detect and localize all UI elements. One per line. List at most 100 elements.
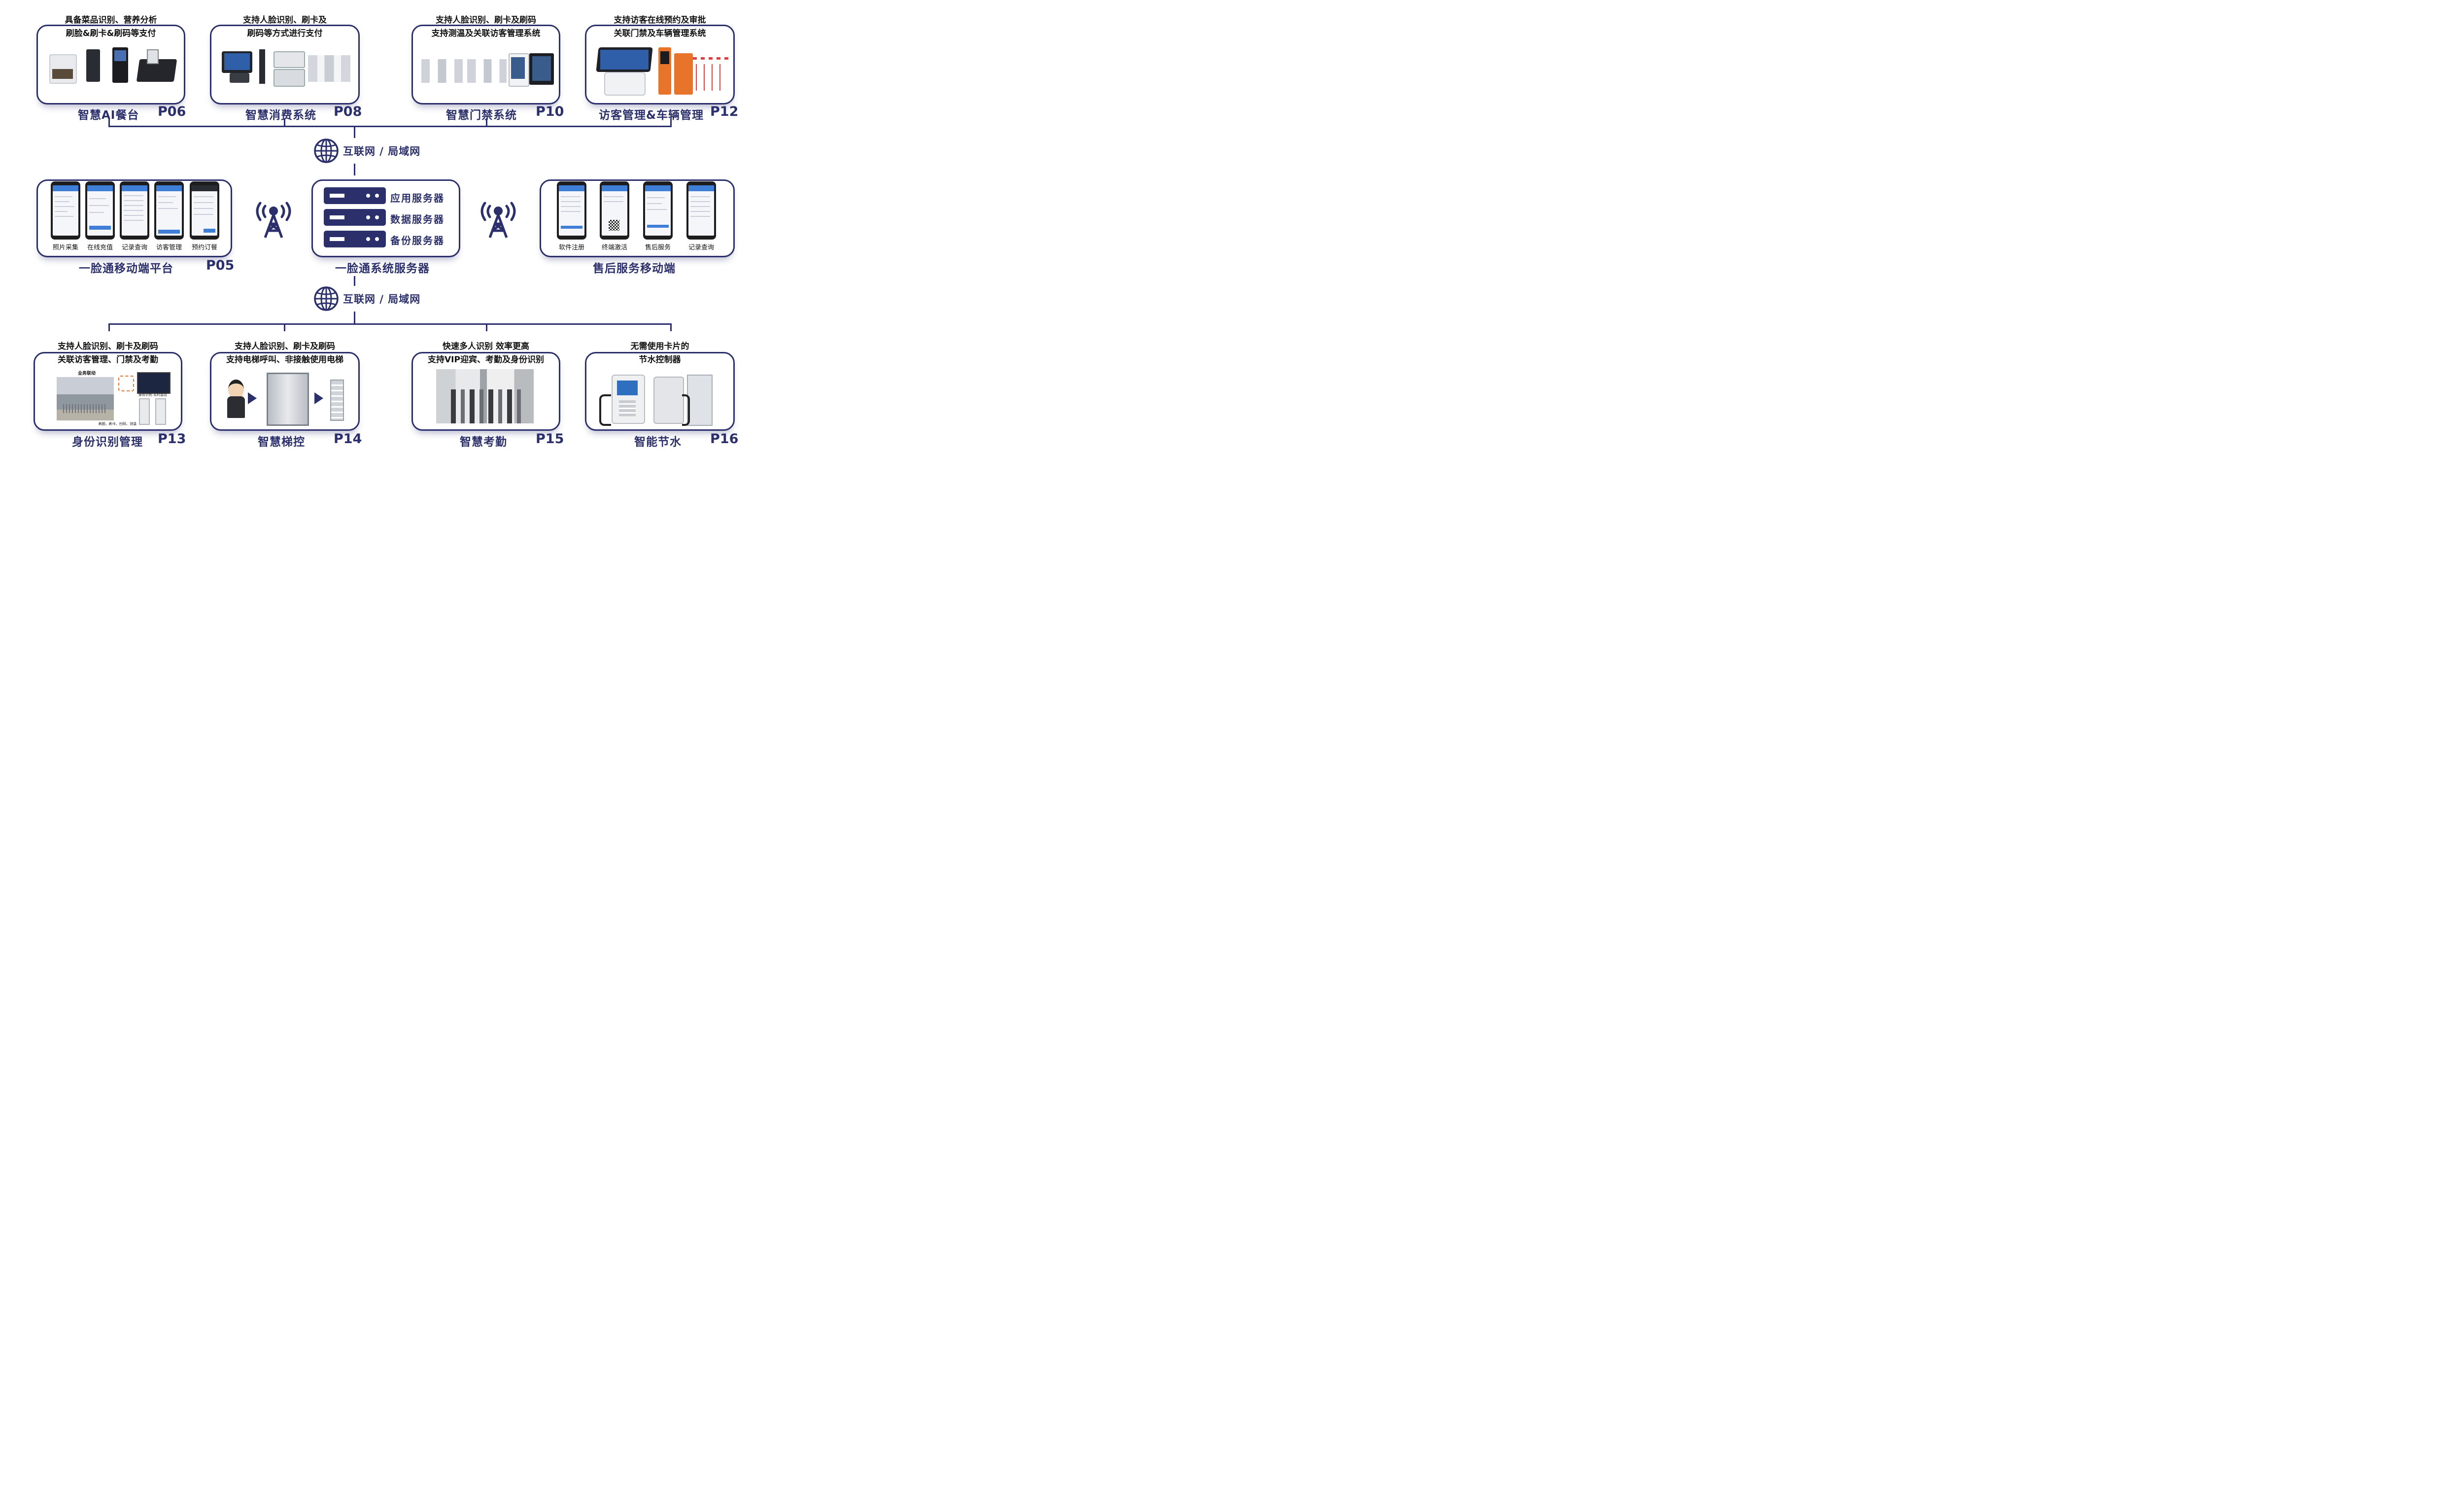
elevator-keypad [330,380,344,421]
dining-table-screen [147,49,159,64]
attendance-people [446,389,525,423]
module-page-ref: P12 [710,104,739,119]
person-icon [228,380,244,399]
module-caption-2: 刷脸&刷卡&刷码等支付 [66,29,156,38]
water-controller-screen [617,381,638,395]
water-controller-back [653,377,684,424]
bottom-drop-2 [284,323,285,331]
server-item-label: 应用服务器 [390,192,445,204]
top-bus-line [108,126,672,127]
after-sales-screen-label: 售后服务 [645,244,671,251]
water-controller-keypad [619,400,636,417]
desk-reader [274,51,305,68]
top-drop-2 [284,118,285,127]
module-title: 智能节水 [634,436,682,449]
arrow-right-icon-2 [314,392,323,404]
elevator-car [267,373,309,426]
globe-icon [314,286,339,311]
parking-terminal-screen [660,51,669,64]
module-caption-2: 刷码等方式进行支付 [247,29,323,38]
module-caption-2: 支持电梯呼叫、非接触使用电梯 [226,355,343,365]
after-sales-screen-label: 终端激活 [601,244,627,251]
kiosk-device-3-screen [114,50,126,61]
mobile-screen-label: 预约订餐 [191,244,217,251]
server-rack-unit [324,187,386,204]
after-sales-screen-label: 记录查询 [688,244,714,251]
top-drop-1 [108,118,110,127]
access-gate-2 [467,59,507,83]
bottom-bus-line [108,323,672,325]
module-caption-1: 无需使用卡片的 [630,342,689,351]
stand-reader [259,49,265,84]
mobile-screen-label: 在线充值 [87,244,113,251]
pos-terminal-base [230,73,249,83]
bottom-drop-1 [108,323,110,331]
phone-screen-record-query-2[interactable] [686,181,716,240]
barrier-gate [674,53,693,95]
mid-trunk-a [354,276,355,286]
kiosk-device-2 [86,49,100,82]
server-title: 一脸通系统服务器 [335,262,430,275]
module-page-ref: P06 [158,104,186,119]
identity-img-label: 业务联动 [78,371,96,376]
after-sales-screen-label: 软件注册 [558,244,584,251]
signal-tower-icon [256,202,291,238]
module-title: 智慧梯控 [258,436,305,449]
module-caption-1: 具备菜品识别、营养分析 [65,15,157,25]
mount-plate [687,375,713,426]
face-terminal-1-screen [511,57,525,79]
module-title: 智慧门禁系统 [446,109,517,122]
top-trunk-a [354,127,355,138]
face-terminal-2-screen [532,56,551,81]
bottom-drop-4 [670,323,672,331]
identity-img-label: 身份识别 实时监控 [138,393,168,397]
mobile-screen-label: 记录查询 [121,244,147,251]
module-caption-1: 支持人脸识别、刷卡及刷码 [235,342,335,351]
phone-screen-online-recharge[interactable] [85,181,115,240]
identity-img-label: 刷脸、刷卡、扫码、测温 [99,422,137,426]
building-photo [57,377,114,420]
server-item-label: 备份服务器 [390,235,445,246]
kiosk-b [155,398,166,425]
visitor-kiosk-screen [600,50,649,69]
mobile-platform-page-ref: P05 [206,258,235,273]
arrow-right-icon-1 [248,392,257,404]
turnstile-group [308,55,350,82]
module-caption-1: 支持人脸识别、刷卡及刷码 [58,342,158,351]
signal-tower-icon [480,202,516,238]
kiosk-a [139,398,150,425]
phone-screen-meal-booking[interactable] [190,181,219,240]
cable-left [599,394,611,426]
person-body [227,396,245,418]
module-page-ref: P13 [158,431,186,447]
module-caption-1: 支持人脸识别、刷卡及 [243,15,327,25]
mid-trunk-b [354,312,355,324]
module-caption-1: 快速多人识别 效率更高 [443,342,529,351]
module-caption-2: 关联门禁及车辆管理系统 [614,29,706,38]
top-trunk-b [354,164,355,175]
module-title: 智慧消费系统 [245,109,316,122]
server-rack-unit [324,209,386,226]
pos-terminal-screen [224,53,250,70]
phone-screen-software-register[interactable] [557,181,586,240]
module-page-ref: P14 [334,431,362,447]
module-page-ref: P15 [536,431,564,447]
network-label-top: 互联网 / 局域网 [343,145,421,157]
network-label-bottom: 互联网 / 局域网 [343,293,421,305]
access-gate-1 [421,59,463,83]
mobile-platform-title: 一脸通移动端平台 [79,262,173,275]
face-scan-badge [118,376,134,391]
phone-screen-after-sales-service[interactable] [643,181,673,240]
globe-icon [314,139,339,163]
phone-screen-visitor-management[interactable] [154,181,184,240]
bottom-drop-3 [486,323,487,331]
phone-screen-record-query[interactable] [120,181,149,240]
visitor-kiosk-base [604,72,646,96]
phone-screen-photo-capture[interactable] [51,181,80,240]
module-title: 智慧考勤 [460,436,507,449]
kiosk-device-1-screen [52,69,73,79]
phone-screen-terminal-activation[interactable] [600,181,629,240]
desk-reader-2 [274,69,305,87]
module-caption-2: 关联访客管理、门禁及考勤 [58,355,158,365]
module-caption-2: 节水控制器 [639,355,681,365]
